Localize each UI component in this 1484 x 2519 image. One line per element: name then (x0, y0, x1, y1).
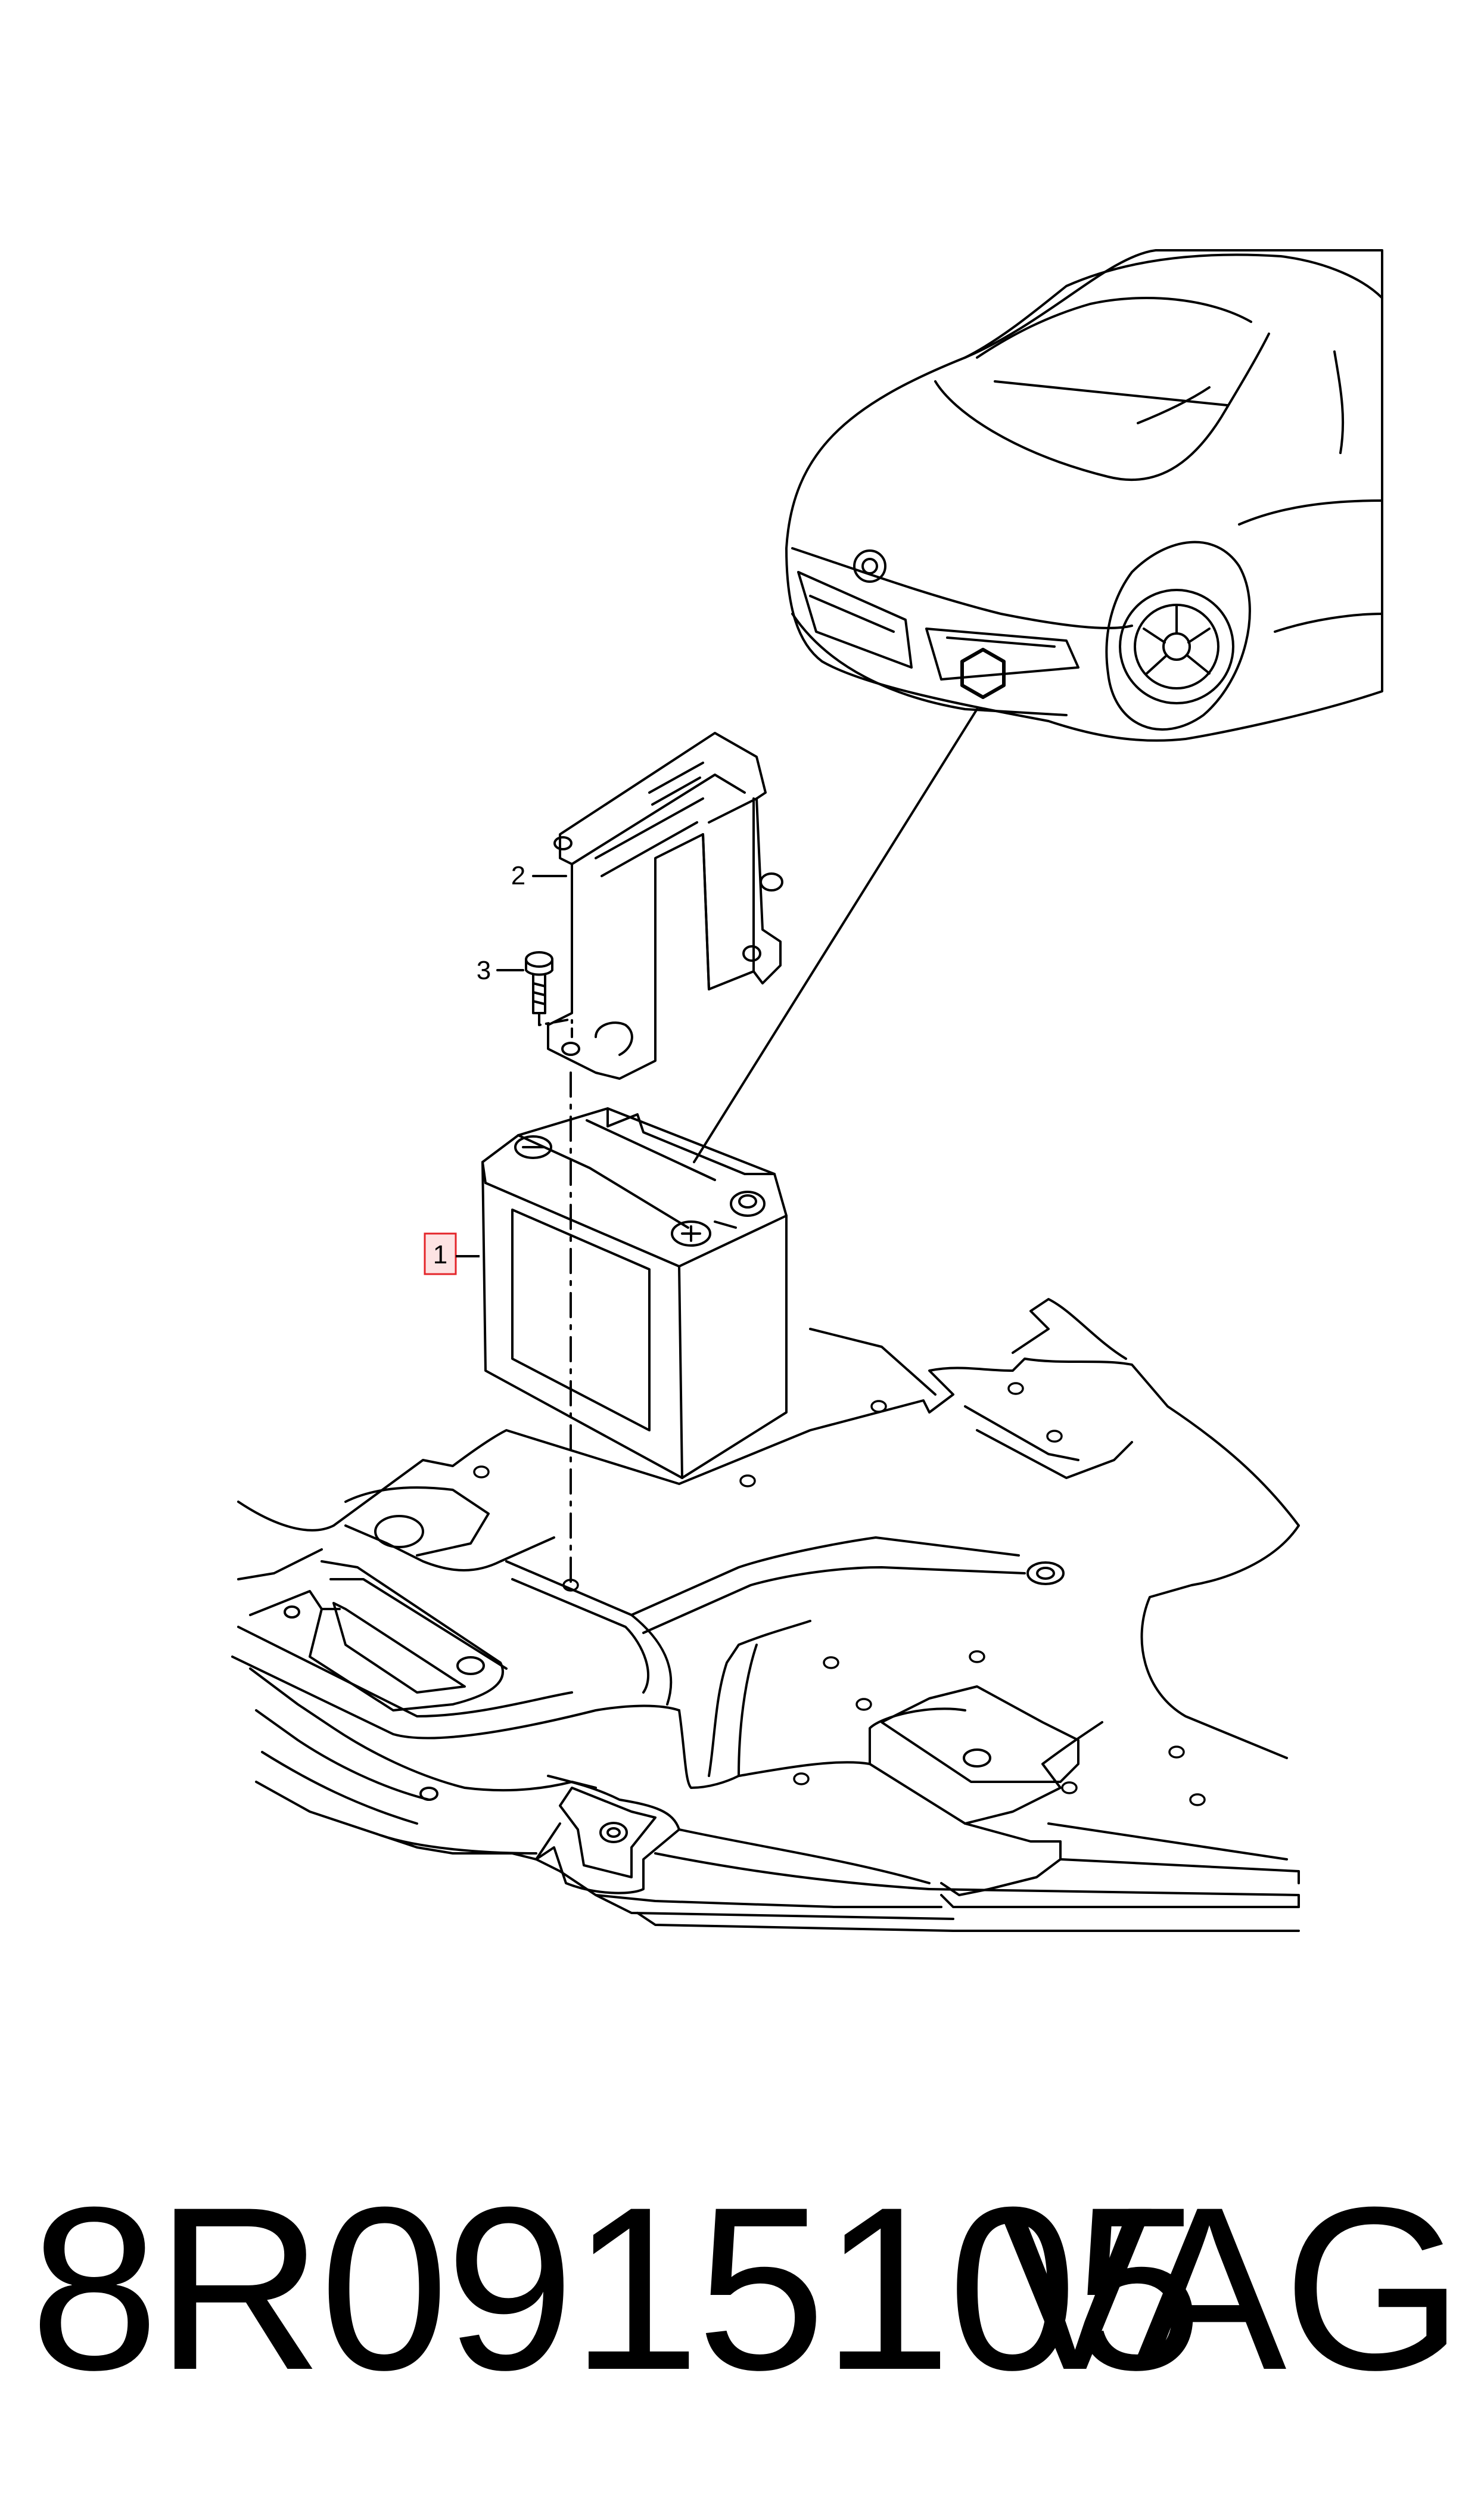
bolt-axis (538, 1012, 573, 1038)
car-outline-icon (785, 249, 1383, 742)
battery-icon (481, 1107, 788, 1479)
bracket-icon (547, 732, 783, 1080)
callout-label-1[interactable]: 1 (433, 1240, 447, 1269)
hexagon-location-icon (960, 648, 1006, 699)
callout-label-3[interactable]: 3 (477, 956, 491, 985)
brand-name: VAG (997, 2158, 1464, 2418)
callout-label-2[interactable]: 2 (511, 861, 525, 890)
bolt-icon (525, 951, 553, 1014)
tray-holes (473, 1382, 1206, 1806)
car-to-battery-leader (693, 708, 978, 1163)
part-number: 8R0915105 (30, 2158, 1203, 2418)
callout-box-1 (424, 1232, 457, 1275)
underbody-tray-icon (231, 1298, 1300, 1932)
